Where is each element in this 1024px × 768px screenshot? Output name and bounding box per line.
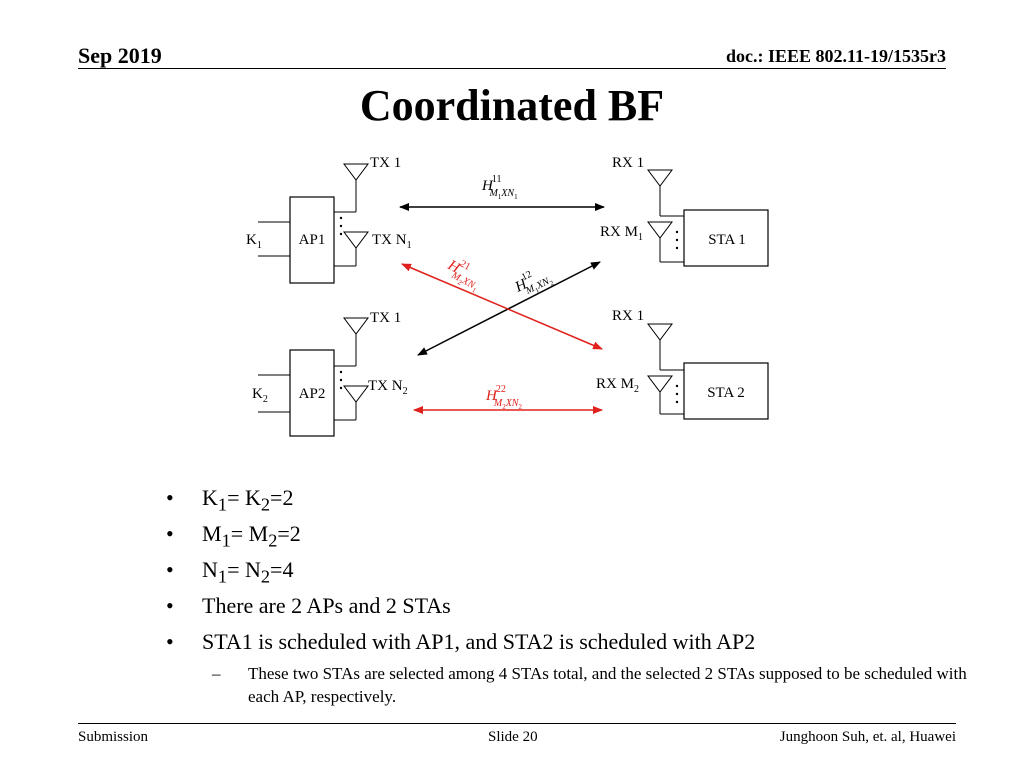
sta1-box	[683, 209, 769, 267]
sta2-label: STA 2	[707, 385, 745, 401]
bullet-item: •There are 2 APs and 2 STAs	[160, 588, 960, 624]
ap2-group: AP2 K2 TX 1 TX N2	[252, 310, 408, 437]
sta2-rxm-label: RX M2	[596, 376, 639, 395]
footer-author: Junghoon Suh, et. al, Huawei	[779, 729, 956, 745]
header-doc-id: doc.: IEEE 802.11-19/1535r3	[725, 46, 946, 66]
ap2-box	[289, 349, 335, 437]
sta2-group: STA 2 RX 1 RX M2	[596, 308, 769, 420]
sta1-group: STA 1 RX 1 RX M1	[600, 155, 769, 267]
sta2-rx1-label: RX 1	[612, 308, 644, 324]
header-divider	[78, 68, 946, 69]
antenna-icon	[343, 163, 369, 181]
bullet-dot: •	[166, 629, 174, 654]
antenna-icon	[343, 385, 369, 403]
ap2-label: AP2	[299, 386, 326, 402]
footer-left: Submission	[78, 729, 149, 745]
sub-bullet-dash: –	[212, 664, 221, 683]
bullet-item: •M1= M2=2	[160, 516, 960, 552]
ap1-tx1-label: TX 1	[370, 155, 401, 171]
sta1-label: STA 1	[708, 232, 746, 248]
slide-title: Coordinated BF	[359, 81, 665, 130]
antenna-icon	[647, 375, 673, 393]
bullet-item: •N1= N2=4	[160, 552, 960, 588]
sta1-rxm-label: RX M1	[600, 224, 643, 243]
antenna-icon	[343, 231, 369, 249]
ap2-tx1-label: TX 1	[370, 310, 401, 326]
antenna-icon	[343, 317, 369, 335]
bullet-dot: •	[166, 557, 174, 582]
bullet-list: •K1= K2=2 •M1= M2=2 •N1= N2=4 •There are…	[160, 480, 960, 660]
coordinated-bf-diagram: AP1 K1 TX 1 TX N1 AP2 K2 TX 1 TX N2 STA …	[246, 155, 769, 437]
sta2-box	[683, 362, 769, 420]
ap1-k-label: K1	[246, 232, 262, 251]
ap2-k-label: K2	[252, 386, 268, 405]
ap1-group: AP1 K1 TX 1 TX N1	[246, 155, 412, 284]
bullet-dot: •	[166, 521, 174, 546]
channel-h12-arrow	[417, 261, 601, 356]
sub-bullet: – These two STAs are selected among 4 ST…	[212, 662, 978, 708]
sta1-rx1-label: RX 1	[612, 155, 644, 171]
antenna-icon	[647, 169, 673, 187]
sub-bullet-text: These two STAs are selected among 4 STAs…	[248, 664, 967, 706]
bullet-dot: •	[166, 593, 174, 618]
ap1-box	[289, 196, 335, 284]
ap2-txn-label: TX N2	[368, 378, 408, 397]
bullet-dot: •	[166, 485, 174, 510]
channel-h21-label: H21M2XN1	[441, 253, 487, 294]
ap1-label: AP1	[299, 232, 326, 248]
footer-divider	[78, 723, 956, 724]
antenna-icon	[647, 221, 673, 239]
header-date: Sep 2019	[78, 43, 162, 68]
ap1-txn-label: TX N1	[372, 232, 412, 251]
footer-slide-number: Slide 20	[488, 729, 538, 745]
antenna-icon	[647, 323, 673, 341]
channel-h21-arrow	[401, 263, 603, 350]
bullet-item: •STA1 is scheduled with AP1, and STA2 is…	[160, 624, 960, 660]
bullet-item: •K1= K2=2	[160, 480, 960, 516]
